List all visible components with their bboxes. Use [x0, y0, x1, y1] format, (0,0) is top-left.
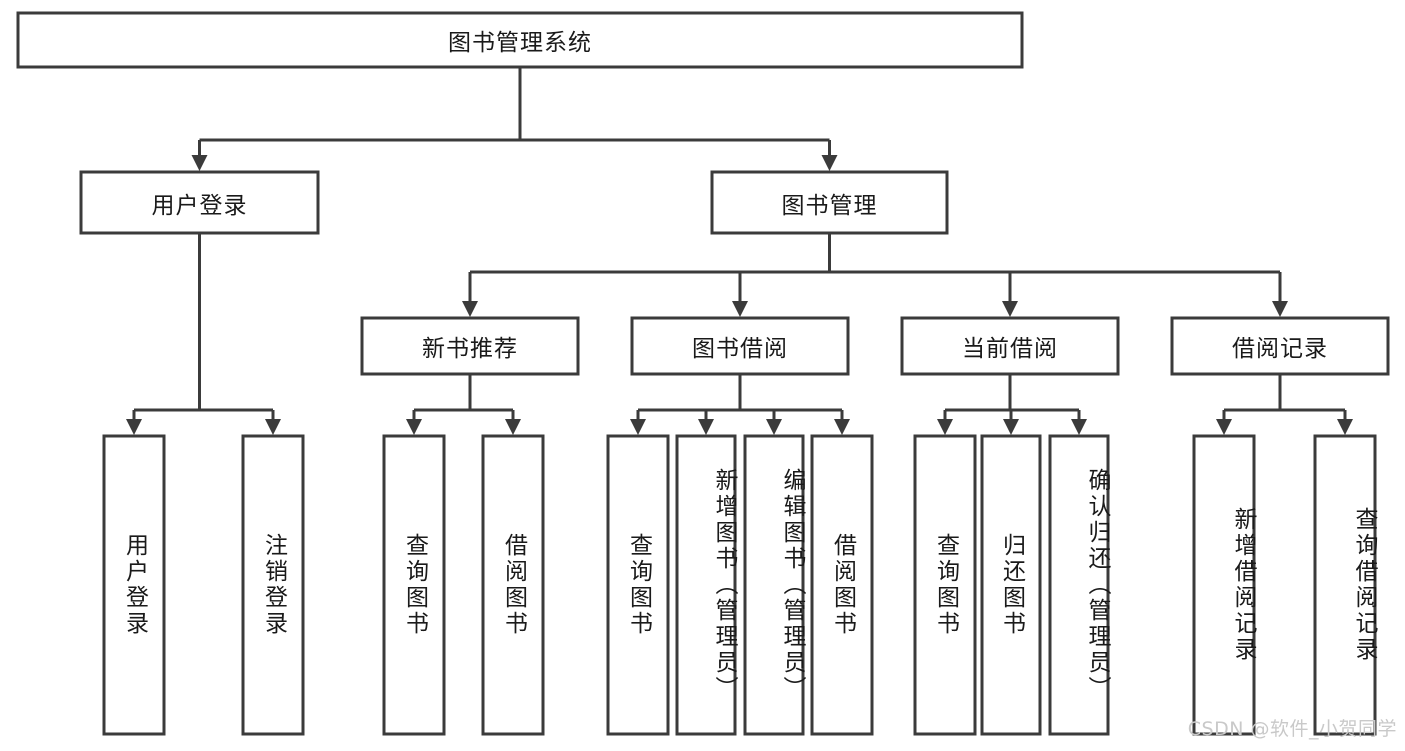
arrow-head-icon	[1272, 301, 1288, 317]
arrow-head-icon	[1003, 419, 1019, 435]
node-box-new-book-rec[interactable]	[360, 316, 580, 376]
node-box-leaf-query-book-1[interactable]	[382, 434, 446, 736]
node-box-user-login[interactable]	[79, 170, 320, 235]
arrow-head-icon	[732, 301, 748, 317]
arrow-head-icon	[406, 419, 422, 435]
arrow-head-icon	[834, 419, 850, 435]
arrow-head-icon	[937, 419, 953, 435]
arrow-head-icon	[766, 419, 782, 435]
arrow-head-icon	[821, 155, 838, 171]
node-box-leaf-edit-book[interactable]	[743, 434, 805, 736]
arrow-head-icon	[1216, 419, 1232, 435]
arrow-head-icon	[1071, 419, 1087, 435]
node-box-borrow-record[interactable]	[1170, 316, 1390, 376]
arrow-head-icon	[126, 419, 142, 435]
node-box-leaf-query-book-2[interactable]	[606, 434, 670, 736]
node-box-leaf-return-book[interactable]	[980, 434, 1042, 736]
arrow-head-icon	[1337, 419, 1353, 435]
arrow-head-icon	[265, 419, 281, 435]
arrow-head-icon	[698, 419, 714, 435]
arrow-head-icon	[462, 301, 478, 317]
node-box-leaf-add-book[interactable]	[675, 434, 737, 736]
node-box-leaf-user-login[interactable]	[102, 434, 166, 736]
connector-layer	[126, 67, 1353, 435]
node-box-leaf-logout[interactable]	[241, 434, 305, 736]
node-box-book-manage[interactable]	[710, 170, 949, 235]
arrow-head-icon	[630, 419, 646, 435]
arrow-head-icon	[1002, 301, 1018, 317]
node-box-current-borrow[interactable]	[900, 316, 1120, 376]
node-box-leaf-borrow-book-1[interactable]	[481, 434, 545, 736]
node-box-leaf-borrow-book-2[interactable]	[810, 434, 874, 736]
node-box-book-borrow[interactable]	[630, 316, 850, 376]
node-box-leaf-query-record[interactable]	[1313, 434, 1377, 736]
node-box-leaf-confirm-return[interactable]	[1048, 434, 1110, 736]
node-box-root[interactable]	[16, 11, 1024, 69]
arrow-head-icon	[191, 155, 208, 171]
node-box-leaf-query-book-3[interactable]	[913, 434, 977, 736]
node-box-leaf-add-record[interactable]	[1192, 434, 1256, 736]
arrow-head-icon	[505, 419, 521, 435]
